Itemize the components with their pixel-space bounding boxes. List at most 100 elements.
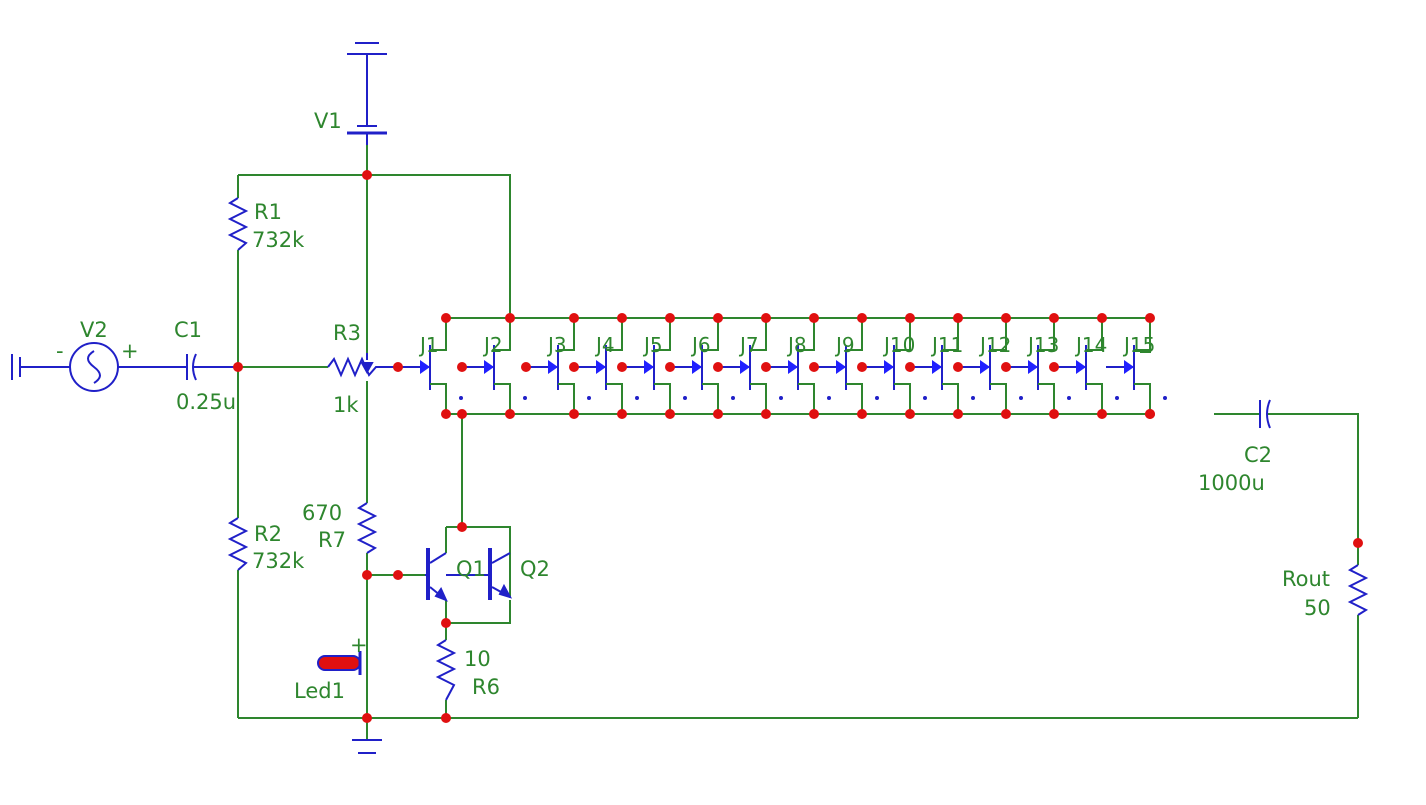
ground-symbol <box>352 739 382 754</box>
r1-resistor[interactable] <box>227 197 249 251</box>
r2-value: 732k <box>252 549 305 573</box>
node-dot <box>1145 409 1155 419</box>
wire-output <box>1214 413 1359 718</box>
node-dot <box>457 409 467 419</box>
r6-resistor[interactable] <box>435 639 457 701</box>
node-dot <box>1001 362 1011 372</box>
jfet-label: J15 <box>1122 333 1155 357</box>
r7-resistor[interactable] <box>356 502 378 554</box>
node-dot <box>457 522 467 532</box>
c2-capacitor[interactable] <box>1259 399 1271 429</box>
jfet-label: J2 <box>482 333 503 357</box>
node-dot <box>1097 313 1107 323</box>
node-dot <box>713 362 723 372</box>
q1-transistor[interactable] <box>425 548 448 602</box>
r6-value: 10 <box>464 647 491 671</box>
wires <box>237 145 1359 740</box>
r3-label: R3 <box>333 321 361 345</box>
node-dot <box>1001 409 1011 419</box>
v2-ac-source[interactable] <box>11 342 181 392</box>
jfet-15[interactable]: J15 <box>1106 318 1167 414</box>
node-dot <box>362 713 372 723</box>
c2-label: C2 <box>1244 443 1272 467</box>
jfet-label: J3 <box>546 333 567 357</box>
jfet-13[interactable]: J13 <box>1010 318 1071 414</box>
jfet-12[interactable]: J12 <box>962 318 1023 414</box>
node-dot <box>953 313 963 323</box>
jfet-label: J4 <box>594 333 615 357</box>
node-dot <box>905 362 915 372</box>
jfet-label: J12 <box>978 333 1011 357</box>
r2-label: R2 <box>254 522 282 546</box>
node-dot <box>1145 313 1155 323</box>
led1[interactable] <box>317 651 362 675</box>
jfet-4[interactable]: J4 <box>578 318 639 414</box>
node-dot <box>569 313 579 323</box>
c2-value: 1000u <box>1198 471 1265 495</box>
node-dot <box>665 362 675 372</box>
jfet-label: J9 <box>834 333 855 357</box>
c1-value: 0.25u <box>176 390 236 414</box>
node-dot <box>761 409 771 419</box>
jfet-11[interactable]: J11 <box>914 318 975 414</box>
q2-label: Q2 <box>520 557 550 581</box>
node-dot <box>505 409 515 419</box>
r7-label: R7 <box>318 528 346 552</box>
node-dot <box>1001 313 1011 323</box>
node-dot <box>953 362 963 372</box>
node-dot <box>665 313 675 323</box>
node-dot <box>809 313 819 323</box>
node-dot <box>233 362 243 372</box>
wire-rail-to-q <box>445 414 511 597</box>
jfet-2[interactable]: J2 <box>466 318 527 414</box>
v1-battery[interactable] <box>347 42 387 145</box>
r1-value: 732k <box>252 228 305 252</box>
node-dot <box>905 313 915 323</box>
jfet-14[interactable]: J14 <box>1058 318 1119 414</box>
jfet-label: J13 <box>1026 333 1059 357</box>
node-dot <box>362 170 372 180</box>
jfet-10[interactable]: J10 <box>866 318 927 414</box>
node-dot <box>1353 538 1363 548</box>
r1-label: R1 <box>254 200 282 224</box>
node-dot <box>617 409 627 419</box>
jfet-6[interactable]: J6 <box>674 318 735 414</box>
rout-resistor[interactable] <box>1347 564 1369 616</box>
jfet-1[interactable]: J1 <box>402 318 463 414</box>
node-dot <box>1049 409 1059 419</box>
r3-potentiometer[interactable] <box>327 353 398 378</box>
jfet-8[interactable]: J8 <box>770 318 831 414</box>
q2-transistor[interactable] <box>446 548 513 600</box>
node-dot <box>761 362 771 372</box>
node-dot <box>569 362 579 372</box>
jfet-9[interactable]: J9 <box>818 318 879 414</box>
node-dot <box>617 362 627 372</box>
led1-plus-sign: + <box>350 633 368 657</box>
node-dot <box>441 618 451 628</box>
r3-value: 1k <box>333 393 359 417</box>
jfet-label: J7 <box>738 333 759 357</box>
c1-capacitor[interactable] <box>181 353 238 381</box>
node-dot <box>665 409 675 419</box>
node-dot <box>713 409 723 419</box>
r6-label: R6 <box>472 675 500 699</box>
node-dot <box>569 409 579 419</box>
v2-label: V2 <box>80 318 108 342</box>
r2-resistor[interactable] <box>227 517 249 571</box>
node-dot <box>905 409 915 419</box>
node-dot <box>809 362 819 372</box>
node-dot <box>713 313 723 323</box>
r7-value: 670 <box>302 501 342 525</box>
node-dot <box>457 362 467 372</box>
node-dot <box>857 313 867 323</box>
jfet-5[interactable]: J5 <box>626 318 687 414</box>
node-dot <box>857 362 867 372</box>
jfet-7[interactable]: J7 <box>722 318 783 414</box>
node-dot <box>362 570 372 580</box>
v2-plus-sign: + <box>121 339 139 363</box>
jfet-label: J10 <box>882 333 915 357</box>
node-dot <box>441 409 451 419</box>
jfet-3[interactable]: J3 <box>530 318 591 414</box>
